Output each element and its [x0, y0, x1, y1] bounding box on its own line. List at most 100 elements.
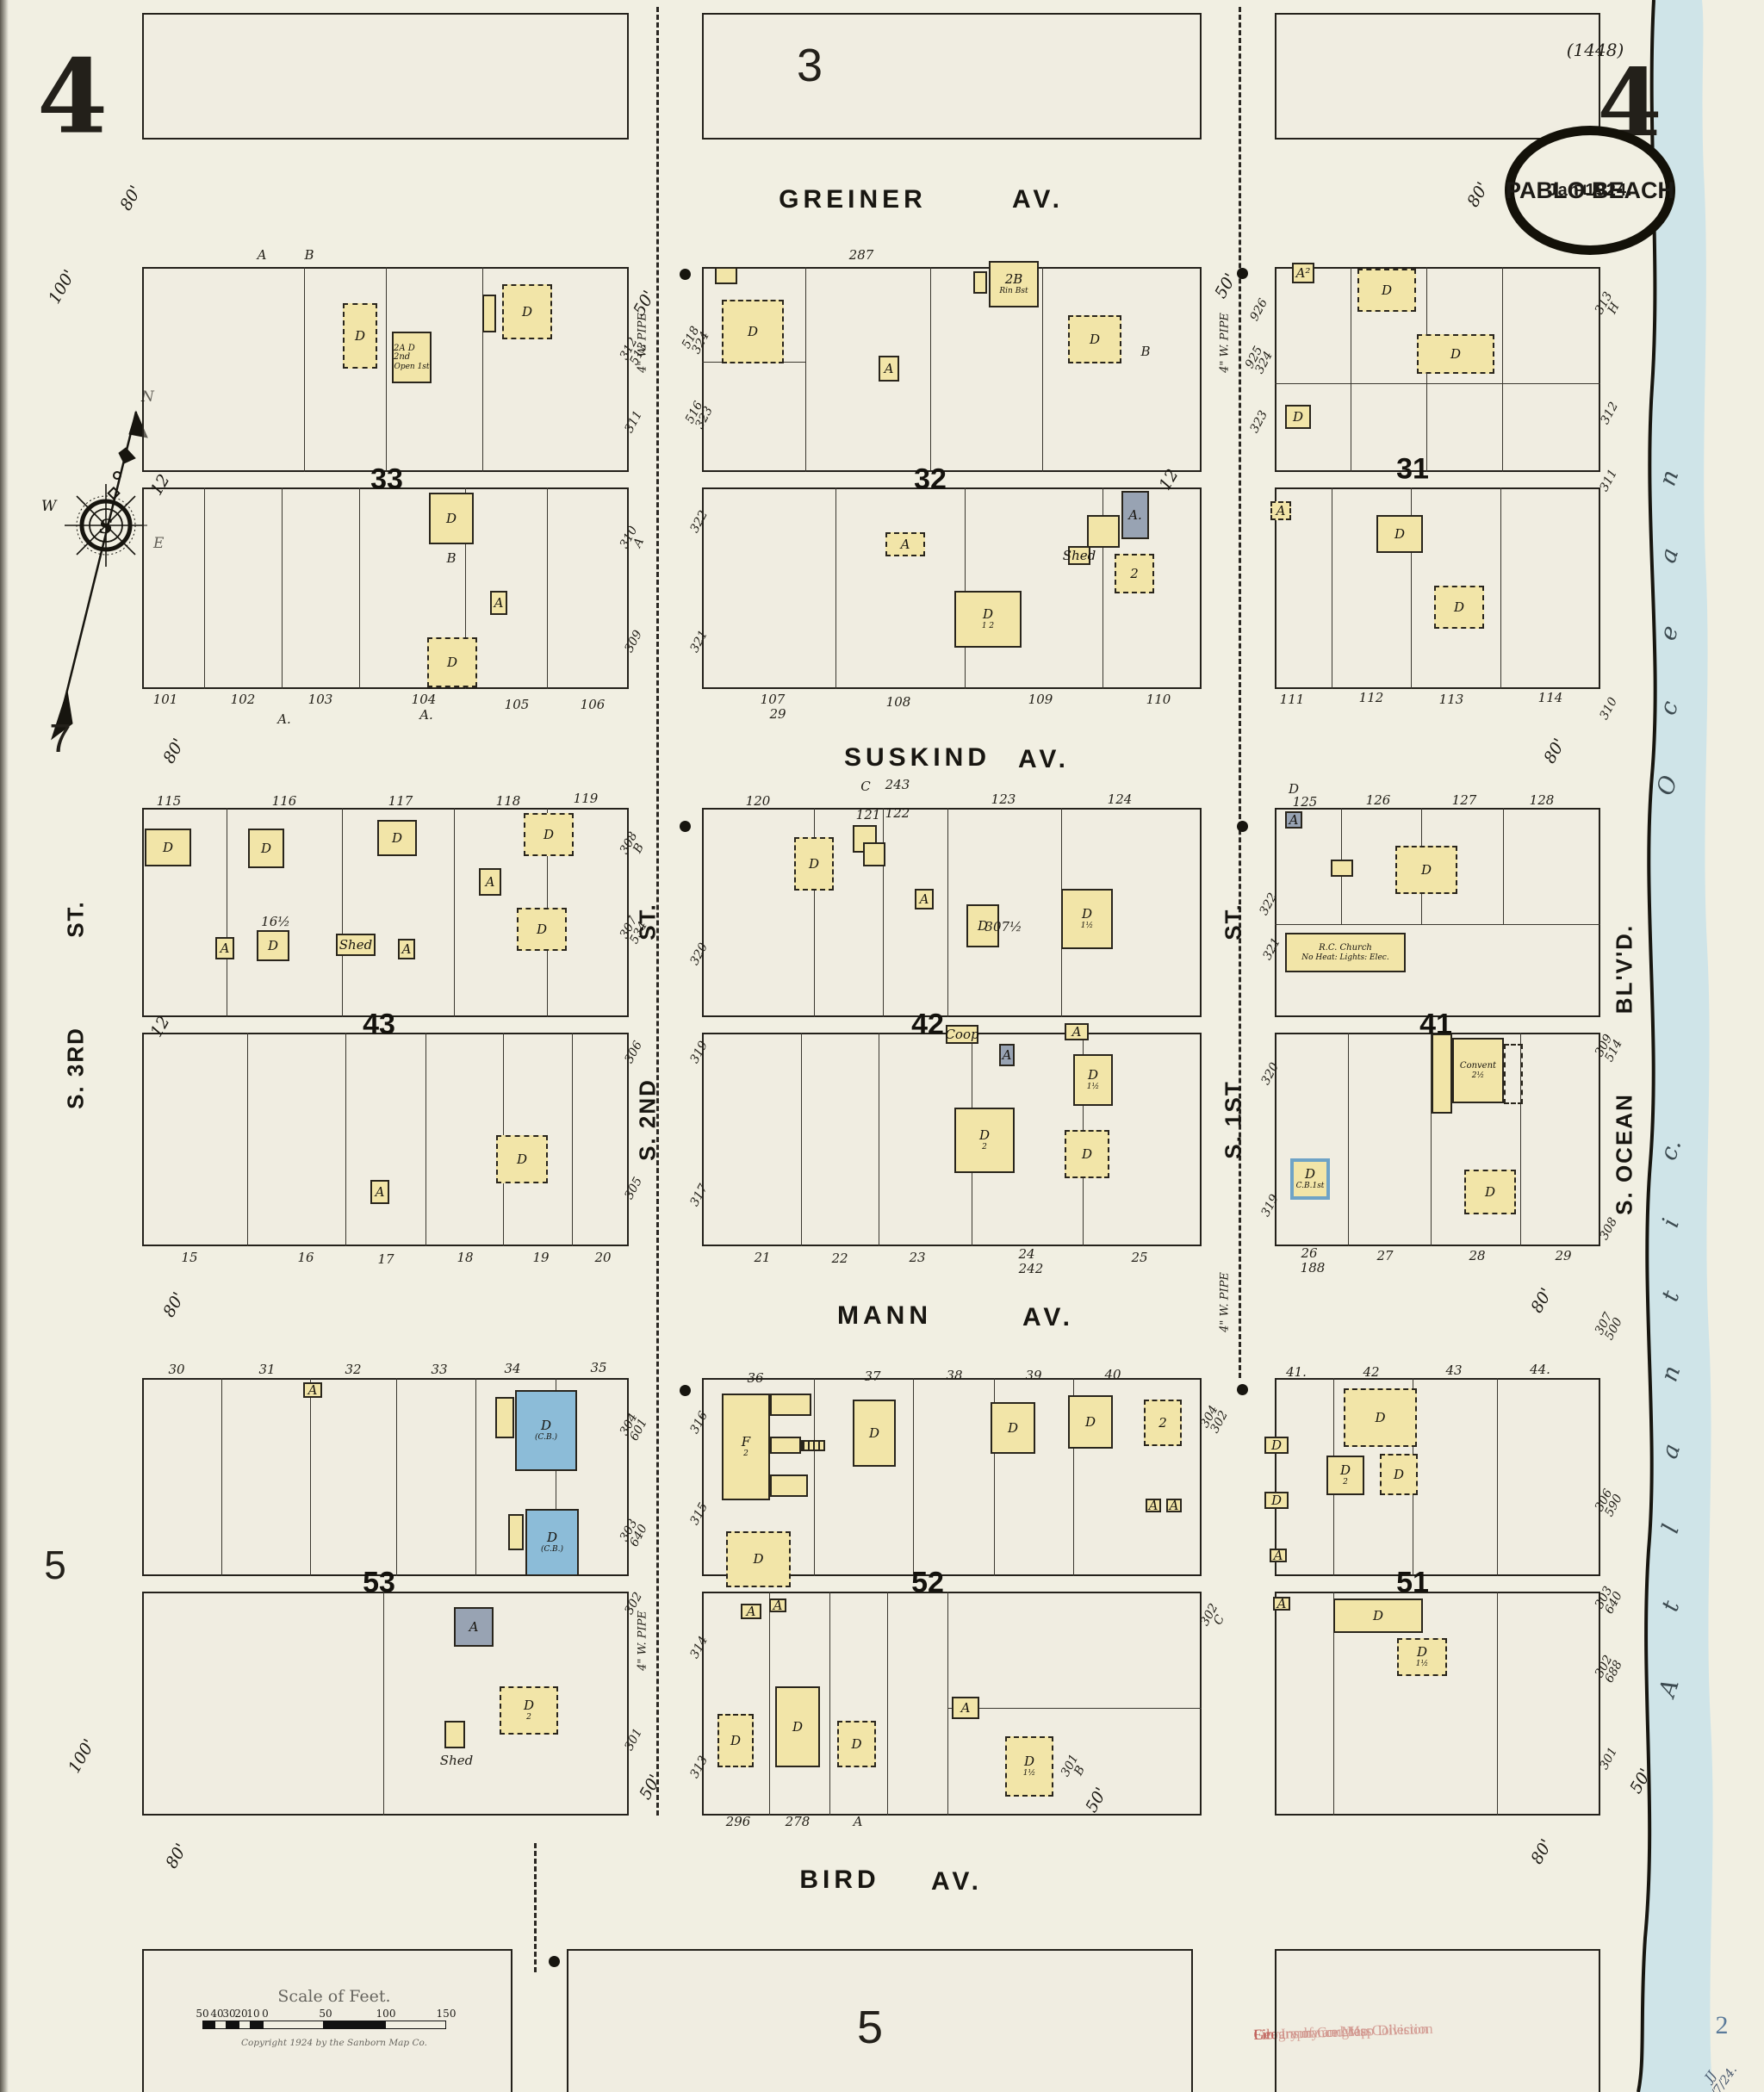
scale-copyright: Copyright 1924 by the Sanborn Map Co.: [241, 2038, 427, 2048]
building-a: A: [1146, 1499, 1161, 1512]
lot-number: 37: [864, 1369, 881, 1384]
lot-line: [1431, 1033, 1432, 1246]
lot-number: 112: [1358, 690, 1384, 705]
building-label: D: [260, 840, 272, 856]
street-name: MANN: [837, 1301, 932, 1330]
street-name: GREINER: [779, 185, 927, 214]
building-2: 2: [1115, 554, 1154, 593]
building-label: D: [792, 1718, 804, 1735]
badge-date: Jan 1924.: [1547, 180, 1633, 200]
badge-town: PABLO BEACH: [1506, 177, 1675, 203]
building-label: D: [1484, 1183, 1496, 1200]
building-outline: [1432, 1034, 1452, 1114]
lot-line: [386, 267, 387, 472]
lot-line: [1073, 1378, 1074, 1576]
scale-bar-cell: [385, 2021, 446, 2029]
building-label: D: [1270, 1492, 1283, 1508]
building-label: D: [1420, 861, 1432, 878]
lot-number: 116: [271, 793, 297, 809]
building-label: D: [354, 327, 366, 344]
building-outline: [482, 295, 496, 332]
building-outline: [715, 267, 737, 284]
building-outline: [1504, 1044, 1523, 1104]
street-name: AV.: [1017, 745, 1071, 773]
lot-number: 119: [573, 791, 599, 806]
building-outline: [770, 1394, 811, 1416]
scale-bar-cell: [214, 2021, 227, 2029]
building-d: D: [496, 1135, 548, 1183]
lot-number: 43: [1445, 1363, 1463, 1378]
street-name: BIRD: [799, 1865, 880, 1894]
building-label: D: [1416, 1644, 1428, 1660]
building-d: D: [257, 930, 289, 961]
building-sublabel: 2: [526, 1713, 531, 1722]
scale-tick: 100: [376, 2008, 396, 2020]
building-d: D: [722, 300, 784, 363]
lot-number: 23: [909, 1250, 926, 1265]
building-sublabel: 2: [1343, 1478, 1348, 1487]
lot-line: [454, 808, 455, 1017]
scale-bar-cell: [324, 2021, 385, 2029]
building-label: Coop: [945, 1026, 979, 1042]
street-name: SUSKIND: [843, 743, 991, 772]
building-label: D: [1023, 1754, 1035, 1769]
building-label: D: [851, 1735, 862, 1752]
building-d: D: [1395, 846, 1457, 894]
building-a: A: [398, 939, 415, 959]
sheet-reference: 7: [49, 716, 71, 760]
building-coop: Coop: [945, 1025, 979, 1044]
building-outline: [770, 1474, 808, 1497]
hydrant-dot: [1237, 821, 1248, 832]
lot-line: [930, 267, 931, 472]
lot-line: [221, 1378, 222, 1576]
building-label: D: [546, 1530, 558, 1545]
ocean-water: [1638, 0, 1713, 2092]
building-d: D: [248, 829, 284, 868]
city-block: [1275, 1378, 1600, 1576]
street-name-vertical: ST.: [1220, 903, 1246, 940]
building-d: D: [726, 1531, 791, 1587]
sheet-reference: 4: [36, 36, 109, 157]
lot-line: [887, 1592, 888, 1816]
building-a: A: [1166, 1499, 1182, 1512]
building-d: D: [1065, 1130, 1109, 1178]
lot-line: [835, 487, 836, 689]
building-label: D: [445, 510, 457, 526]
building-label: D: [1304, 1166, 1316, 1182]
shoreline: [1637, 0, 1657, 2092]
building-a: A: [490, 591, 507, 615]
building-label: D: [1453, 599, 1465, 615]
lot-line: [572, 1033, 573, 1246]
block-number: 43: [363, 1008, 395, 1041]
lot-number: 124: [1107, 791, 1133, 807]
lot-number: 118: [495, 793, 521, 809]
building-d: D: [1344, 1388, 1417, 1447]
building-d: D: [429, 493, 474, 544]
scale-title: Scale of Feet.: [277, 1987, 391, 2006]
building-label: D: [523, 1698, 535, 1713]
building-d: D: [717, 1714, 754, 1767]
lot-line: [359, 487, 360, 689]
lot-number: C: [860, 779, 871, 794]
building-a: A: [215, 937, 234, 959]
lot-number: 114: [1537, 690, 1563, 705]
lot-line: [1497, 1592, 1498, 1816]
building-label: Convent: [1459, 1060, 1497, 1071]
lot-number: 188: [1300, 1260, 1326, 1276]
lot-line: [1503, 808, 1504, 924]
building-a: A: [454, 1607, 494, 1647]
hydrant-dot: [1237, 1384, 1248, 1395]
lot-number: 33: [431, 1362, 448, 1377]
lot-number: 109: [1028, 692, 1053, 707]
building-a-: A.: [1121, 491, 1149, 539]
building-label: A: [919, 891, 929, 907]
city-block: [142, 13, 629, 140]
street-name: AV.: [1011, 185, 1065, 214]
lot-number: 24: [1018, 1246, 1035, 1262]
building-shed: Shed: [336, 934, 376, 956]
lot-number: 31: [258, 1362, 276, 1377]
lot-number: 127: [1451, 792, 1477, 808]
city-block: [702, 267, 1202, 472]
